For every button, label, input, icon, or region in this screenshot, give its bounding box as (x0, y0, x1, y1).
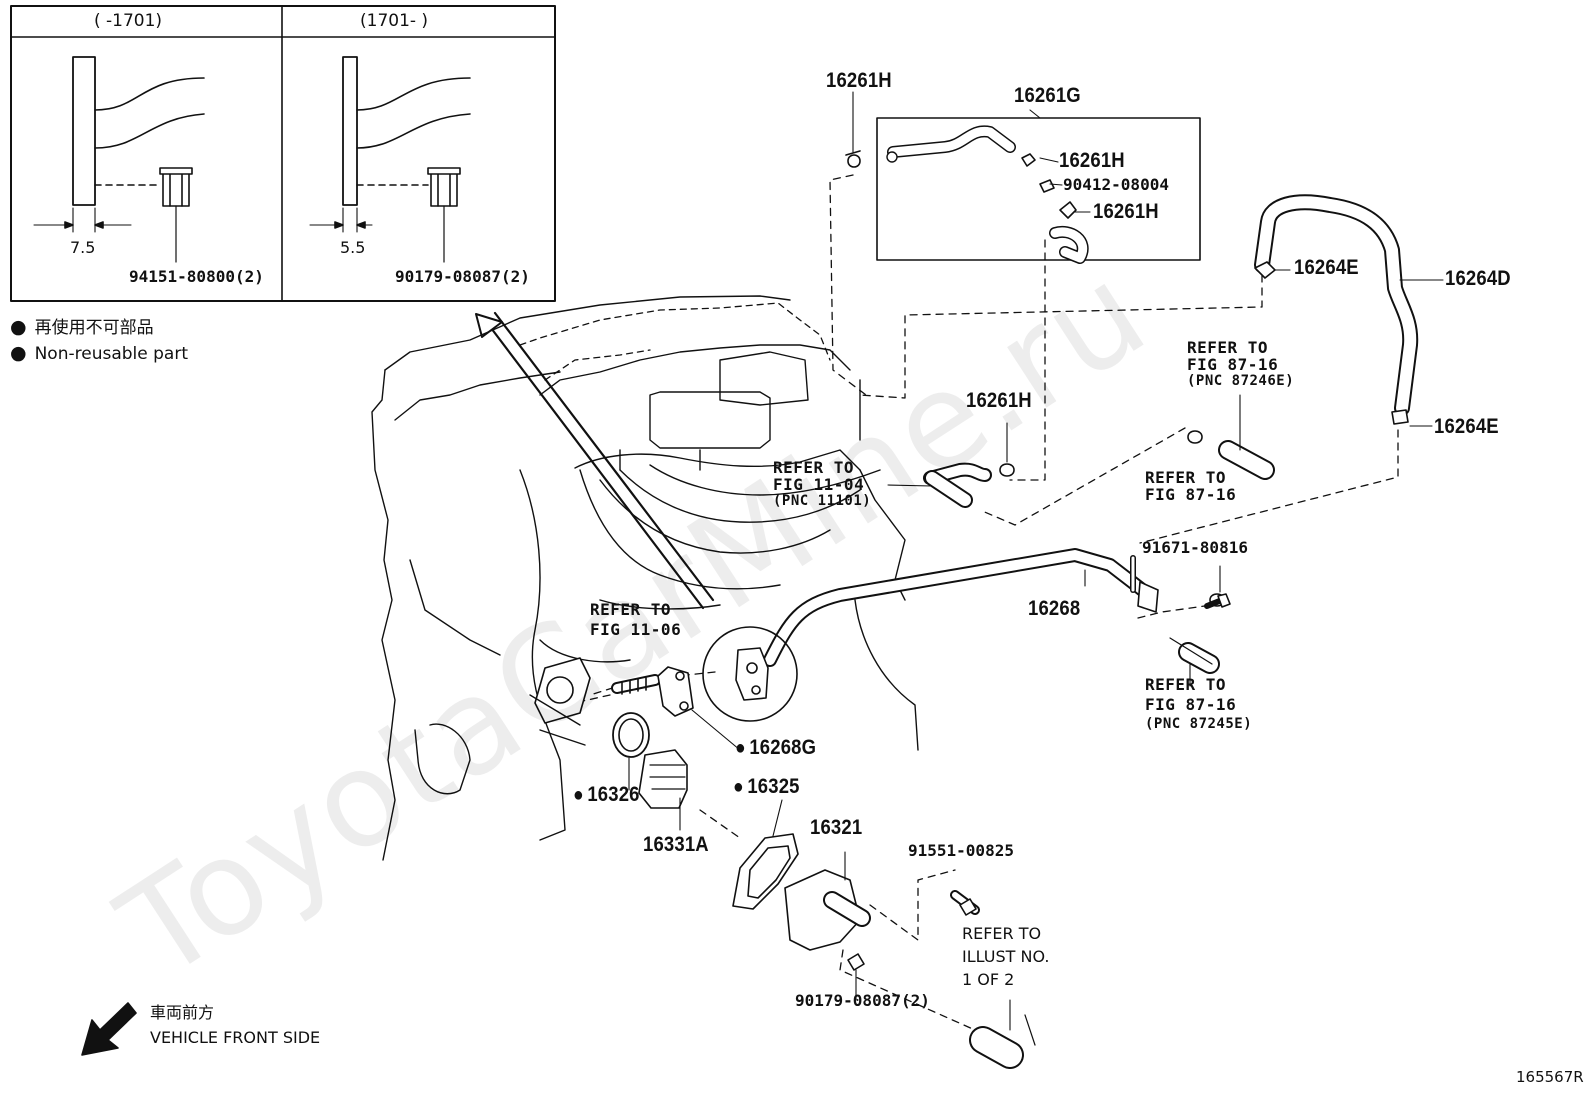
refer-line-3: 1 OF 2 (962, 970, 1015, 989)
inset-box (10, 5, 556, 302)
hose-stub-87246E (1187, 394, 1275, 480)
inset-left-header: ( -1701) (94, 11, 163, 31)
refer-11-06: REFER TO FIG 11-06 (590, 602, 681, 638)
part-label-16261H-engine: 16261H (966, 389, 1032, 412)
part-label-16321: 16321 (810, 816, 863, 839)
inset-pointer-arrow (475, 311, 715, 610)
part-label-90412-08004: 90412-08004 (1063, 175, 1169, 194)
part-label-16261H-top: 16261H (826, 69, 892, 92)
refer-line-2: FIG 11-04 (773, 475, 865, 494)
bolt-91671 (1204, 593, 1231, 609)
part-label-16261H-mid: 16261H (1059, 149, 1125, 172)
vehicle-front-en: VEHICLE FRONT SIDE (150, 1028, 321, 1047)
refer-11-04: REFER TO FIG 11-04 (PNC 11101) (773, 458, 872, 509)
refer-line-2: FIG 87-16 (1145, 695, 1237, 714)
part-label-16261H-low: 16261H (1093, 200, 1159, 223)
dashed-routes (564, 174, 1399, 1031)
water-pipe-16268 (763, 548, 1225, 687)
refer-87-16-upper: REFER TO FIG 87-16 (PNC 87246E) (1187, 338, 1295, 389)
hose-16264D (1254, 194, 1444, 427)
thermostat-parts (529, 657, 1036, 1069)
inset-right-header: (1701- ) (360, 11, 429, 31)
legend-jp-text: 再使用不可部品 (34, 318, 154, 338)
refer-line-3: (PNC 87245E) (1145, 716, 1253, 732)
vehicle-front-jp: 車両前方 (150, 1003, 215, 1022)
refer-line-2: ILLUST NO. (962, 947, 1050, 966)
part-label-16325: 16325 (733, 776, 800, 797)
part-label-91671-80816: 91671-80816 (1142, 538, 1248, 557)
part-label-16264E-top: 16264E (1294, 256, 1359, 279)
refer-line-1: REFER TO (773, 458, 855, 477)
inset-right-dimension: 5.5 (340, 238, 366, 257)
inset-right-part-number: 90179-08087(2) (395, 267, 530, 286)
hose-kit-16261G (876, 109, 1201, 264)
legend-jp: ● 再使用不可部品 (10, 318, 154, 337)
flange-nut-icon-2 (427, 167, 461, 207)
figure-id: 165567R (1516, 1068, 1584, 1086)
refer-line-2: FIG 11-06 (590, 620, 682, 639)
refer-line-3: (PNC 87246E) (1187, 373, 1295, 389)
detail-circle (702, 626, 798, 722)
refer-illust-no: REFER TO ILLUST NO. 1 OF 2 (962, 926, 1049, 988)
refer-87-16-lower: REFER TO FIG 87-16 (PNC 87245E) (1145, 675, 1253, 732)
part-label-16326: 16326 (573, 784, 640, 805)
refer-line-1: REFER TO (1145, 468, 1227, 487)
legend-en-text: Non-reusable part (34, 344, 188, 364)
refer-line-1: REFER TO (962, 924, 1042, 943)
inset-left-part-number: 94151-80800(2) (129, 267, 264, 286)
refer-line-2: FIG 87-16 (1187, 355, 1279, 374)
refer-line-1: REFER TO (1187, 338, 1269, 357)
refer-line-1: REFER TO (1145, 675, 1227, 694)
nipple-fitting (887, 422, 1015, 508)
part-label-16331A: 16331A (643, 833, 709, 856)
refer-line-1: REFER TO (590, 600, 672, 619)
part-label-90179-08087-bottom: 90179-08087(2) (795, 991, 930, 1010)
refer-line-2: FIG 87-16 (1145, 485, 1237, 504)
part-label-16268G: 16268G (735, 737, 816, 758)
front-arrow-icon (81, 1002, 137, 1056)
filled-circle-icon: ● (10, 342, 27, 364)
part-label-16268: 16268 (1028, 597, 1081, 620)
part-label-91551-00825: 91551-00825 (908, 841, 1014, 860)
refer-line-3: (PNC 11101) (773, 493, 872, 509)
legend-en: ● Non-reusable part (10, 344, 188, 363)
part-label-16264D: 16264D (1445, 267, 1511, 290)
clamp-16261H-top (845, 91, 861, 168)
part-label-16261G: 16261G (1014, 84, 1081, 107)
engine-dashed-features (519, 302, 831, 381)
refer-87-16-middle: REFER TO FIG 87-16 (1145, 470, 1236, 503)
inset-left-dimension: 7.5 (70, 238, 96, 257)
part-label-16264E-bottom: 16264E (1434, 415, 1499, 438)
engine-block-outline (371, 295, 919, 861)
filled-circle-icon: ● (10, 316, 27, 338)
flange-nut-icon (159, 167, 193, 207)
